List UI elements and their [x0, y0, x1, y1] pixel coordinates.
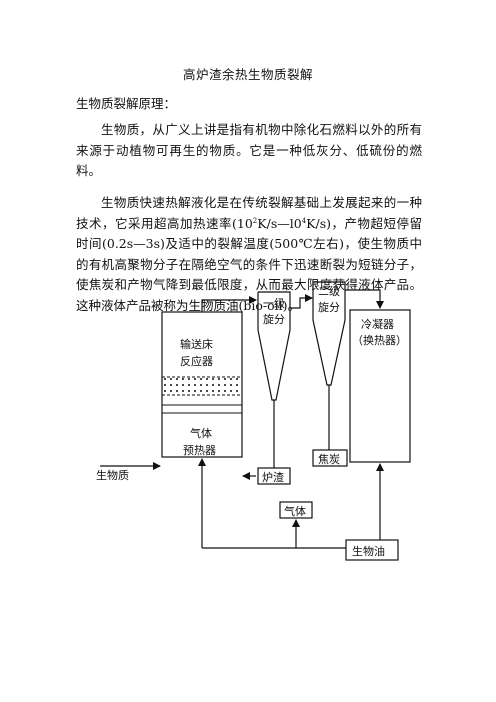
cyclone1-label-2: 旋分	[263, 312, 285, 326]
cyclone2-label-1: 二级	[318, 285, 340, 298]
paragraph-2-text-a: 生物质快速热解液化是在传统裂解基础上发展起来的一种技术，它采用超高加热速率(10	[76, 195, 422, 231]
paragraph-fast-pyrolysis: 生物质快速热解液化是在传统裂解基础上发展起来的一种技术，它采用超高加热速率(10…	[76, 193, 422, 316]
superscript-4: 4	[301, 216, 307, 225]
coke-label: 焦炭	[318, 453, 340, 466]
reactor-label-1: 输送床	[180, 337, 213, 351]
reactor-label-2: 反应器	[180, 354, 213, 368]
paragraph-1-text: 生物质，从广义上讲是指有机物中除化石燃料以外的所有来源于动植物可再生的物质。它是…	[76, 122, 422, 178]
slag-box	[257, 467, 291, 485]
preheater-label-1: 气体	[190, 426, 212, 440]
cyclone2-label-2: 旋分	[318, 300, 340, 314]
cyclone2-to-condenser-flow	[345, 289, 384, 309]
biomass-input-label: 生物质	[96, 468, 129, 482]
gas-label: 气体	[284, 504, 306, 518]
secondary-cyclone: 二级 旋分	[312, 281, 346, 450]
bio-oil-label: 生物油	[352, 544, 385, 558]
preheater-label-2: 预热器	[183, 444, 216, 457]
gas-box	[279, 501, 313, 519]
coke-box	[312, 449, 348, 467]
slag-label: 炉渣	[262, 470, 284, 484]
distributor-plate	[163, 377, 241, 395]
reactor-to-cyclone1-flow	[201, 296, 257, 312]
pyrolysis-process-diagram: 输送床 反应器 气体 预热器 生物质 一级 旋分 炉渣 二级 旋分	[96, 281, 411, 561]
paragraph-2-text-b: K/s—l0	[257, 215, 302, 231]
primary-cyclone: 一级 旋分	[257, 291, 291, 468]
superscript-2: 2	[252, 216, 258, 225]
paragraph-biomass-definition: 生物质，从广义上讲是指有机物中除化石燃料以外的所有来源于动植物可再生的物质。它是…	[76, 120, 422, 182]
condenser-box	[349, 309, 411, 463]
document-title: 高炉渣余热生物质裂解	[182, 67, 313, 82]
condenser-label-1: 冷凝器	[361, 317, 394, 331]
cyclone1-to-cyclone2-flow	[290, 294, 313, 309]
cyclone1-label-1: 一级	[263, 297, 285, 310]
paragraph-2-text-c: K/s)，产物超短停留时间(0.2s—3s)及适中的裂解温度(500℃左右)，使…	[76, 215, 422, 313]
reactor-column: 输送床 反应器 气体 预热器	[161, 311, 243, 458]
condenser-label-2: （换热器）	[352, 333, 407, 347]
section-heading: 生物质裂解原理：	[76, 96, 177, 111]
bio-oil-box	[345, 539, 399, 561]
